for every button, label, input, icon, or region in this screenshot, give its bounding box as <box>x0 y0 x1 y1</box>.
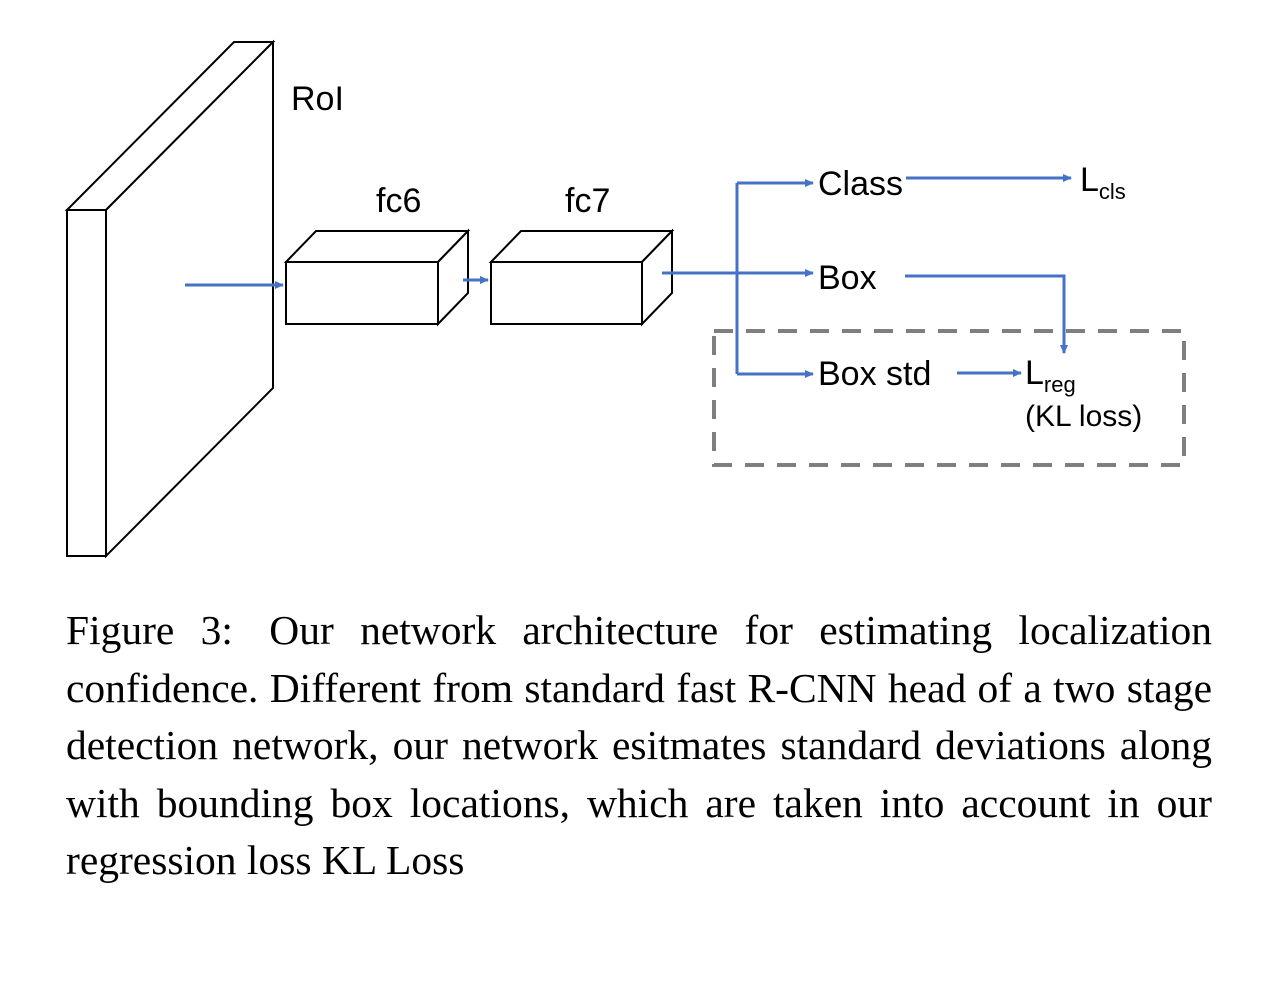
kl-loss-region <box>712 329 1186 467</box>
l-cls-main: L <box>1080 161 1099 199</box>
roi-label: RoI <box>291 80 344 118</box>
connector-arrows <box>185 174 1072 378</box>
l-cls-subscript: cls <box>1099 179 1126 204</box>
figure-caption: Figure 3: Our network architecture for e… <box>66 602 1212 890</box>
class-label: Class <box>818 165 903 203</box>
l-cls-label: Lcls <box>1080 161 1126 204</box>
caption-text: Our network architecture for estimating … <box>66 607 1212 883</box>
architecture-diagram: RoI fc6 fc7 Class Box Box std Lcls Lreg … <box>64 39 1186 559</box>
box-label: Box <box>818 259 877 297</box>
caption-label: Figure 3: <box>66 607 233 653</box>
l-reg-subscript: reg <box>1044 372 1076 397</box>
arrow-box-to-lreg <box>905 274 1068 354</box>
kl-loss-label: (KL loss) <box>1025 400 1142 433</box>
roi-feature-map <box>64 39 276 559</box>
box-std-label: Box std <box>818 355 931 393</box>
l-reg-main: L <box>1025 354 1044 392</box>
fc7-block <box>488 228 675 327</box>
fc6-label: fc6 <box>376 182 421 220</box>
l-reg-label: Lreg <box>1025 354 1076 397</box>
fc7-label: fc7 <box>565 182 610 220</box>
fc6-block <box>283 228 471 327</box>
